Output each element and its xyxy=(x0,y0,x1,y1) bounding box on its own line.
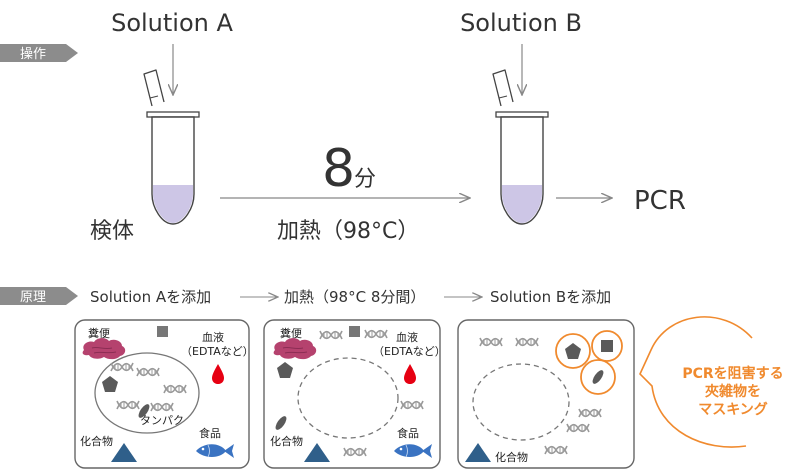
minutes-unit: 分 xyxy=(354,167,376,192)
blood-label: 血液 xyxy=(202,330,224,344)
square-icon xyxy=(157,326,168,337)
pentagon-icon xyxy=(277,362,293,378)
operation-tag: 操作 xyxy=(0,44,78,62)
sample-label: 検体 xyxy=(90,219,134,244)
compound-label: 化合物 xyxy=(495,450,528,464)
callout-line-3: マスキング xyxy=(698,401,768,418)
panel-step-3: 化合物 xyxy=(457,319,635,469)
blood-label: 血液 xyxy=(396,330,418,344)
pcr-label: PCR xyxy=(634,186,686,216)
food-label: 食品 xyxy=(397,426,419,440)
mask-circle xyxy=(555,333,591,369)
mask-circle xyxy=(580,359,616,395)
feces-label: 糞便 xyxy=(88,326,110,340)
heat-label: 加熱（98°C） xyxy=(277,219,419,244)
blood-sub-label: （EDTAなど） xyxy=(181,345,254,358)
feces-label: 糞便 xyxy=(280,326,302,340)
solution-a-label: Solution A xyxy=(111,9,233,37)
triangle-icon xyxy=(111,443,137,462)
pentagon-icon xyxy=(565,343,581,359)
callout-line-2: 夾雑物を xyxy=(705,383,761,400)
triangle-icon xyxy=(304,443,330,462)
principle-tag-label: 原理 xyxy=(20,290,46,305)
principle-step-1: Solution Aを添加 xyxy=(90,288,211,306)
minutes-number: 8 xyxy=(322,139,355,199)
square-icon xyxy=(349,326,360,337)
principle-tag: 原理 xyxy=(0,287,78,305)
blood-drop-icon xyxy=(404,364,416,384)
protein-icon xyxy=(138,404,150,418)
mask-circle xyxy=(591,330,623,362)
tube-icon xyxy=(143,69,200,225)
protein-icon xyxy=(592,370,604,384)
panel-step-2: 糞便 血液 （EDTAなど） 化合物 食品 xyxy=(263,319,446,469)
blood-sub-label: （EDTAなど） xyxy=(373,345,446,358)
compound-label: 化合物 xyxy=(80,434,113,448)
triangle-icon xyxy=(465,443,491,462)
compound-label: 化合物 xyxy=(270,434,303,448)
masking-callout: PCRを阻害する 夾雑物を マスキング xyxy=(639,316,784,448)
food-label: 食品 xyxy=(199,426,221,440)
pentagon-icon xyxy=(102,376,118,392)
operation-tag-label: 操作 xyxy=(20,46,46,62)
square-icon xyxy=(601,340,613,352)
tube-icon xyxy=(492,69,549,225)
blood-drop-icon xyxy=(212,364,224,384)
protein-label: タンパク xyxy=(140,414,184,427)
principle-step-3: Solution Bを添加 xyxy=(490,288,611,306)
principle-step-2: 加熱（98°C 8分間） xyxy=(284,288,425,306)
protein-icon xyxy=(275,416,287,430)
callout-line-1: PCRを阻害する xyxy=(682,365,783,382)
solution-b-label: Solution B xyxy=(460,9,582,37)
panel-step-1: 糞便 血液 （EDTAなど） タンパク 化合物 食品 xyxy=(74,319,254,469)
